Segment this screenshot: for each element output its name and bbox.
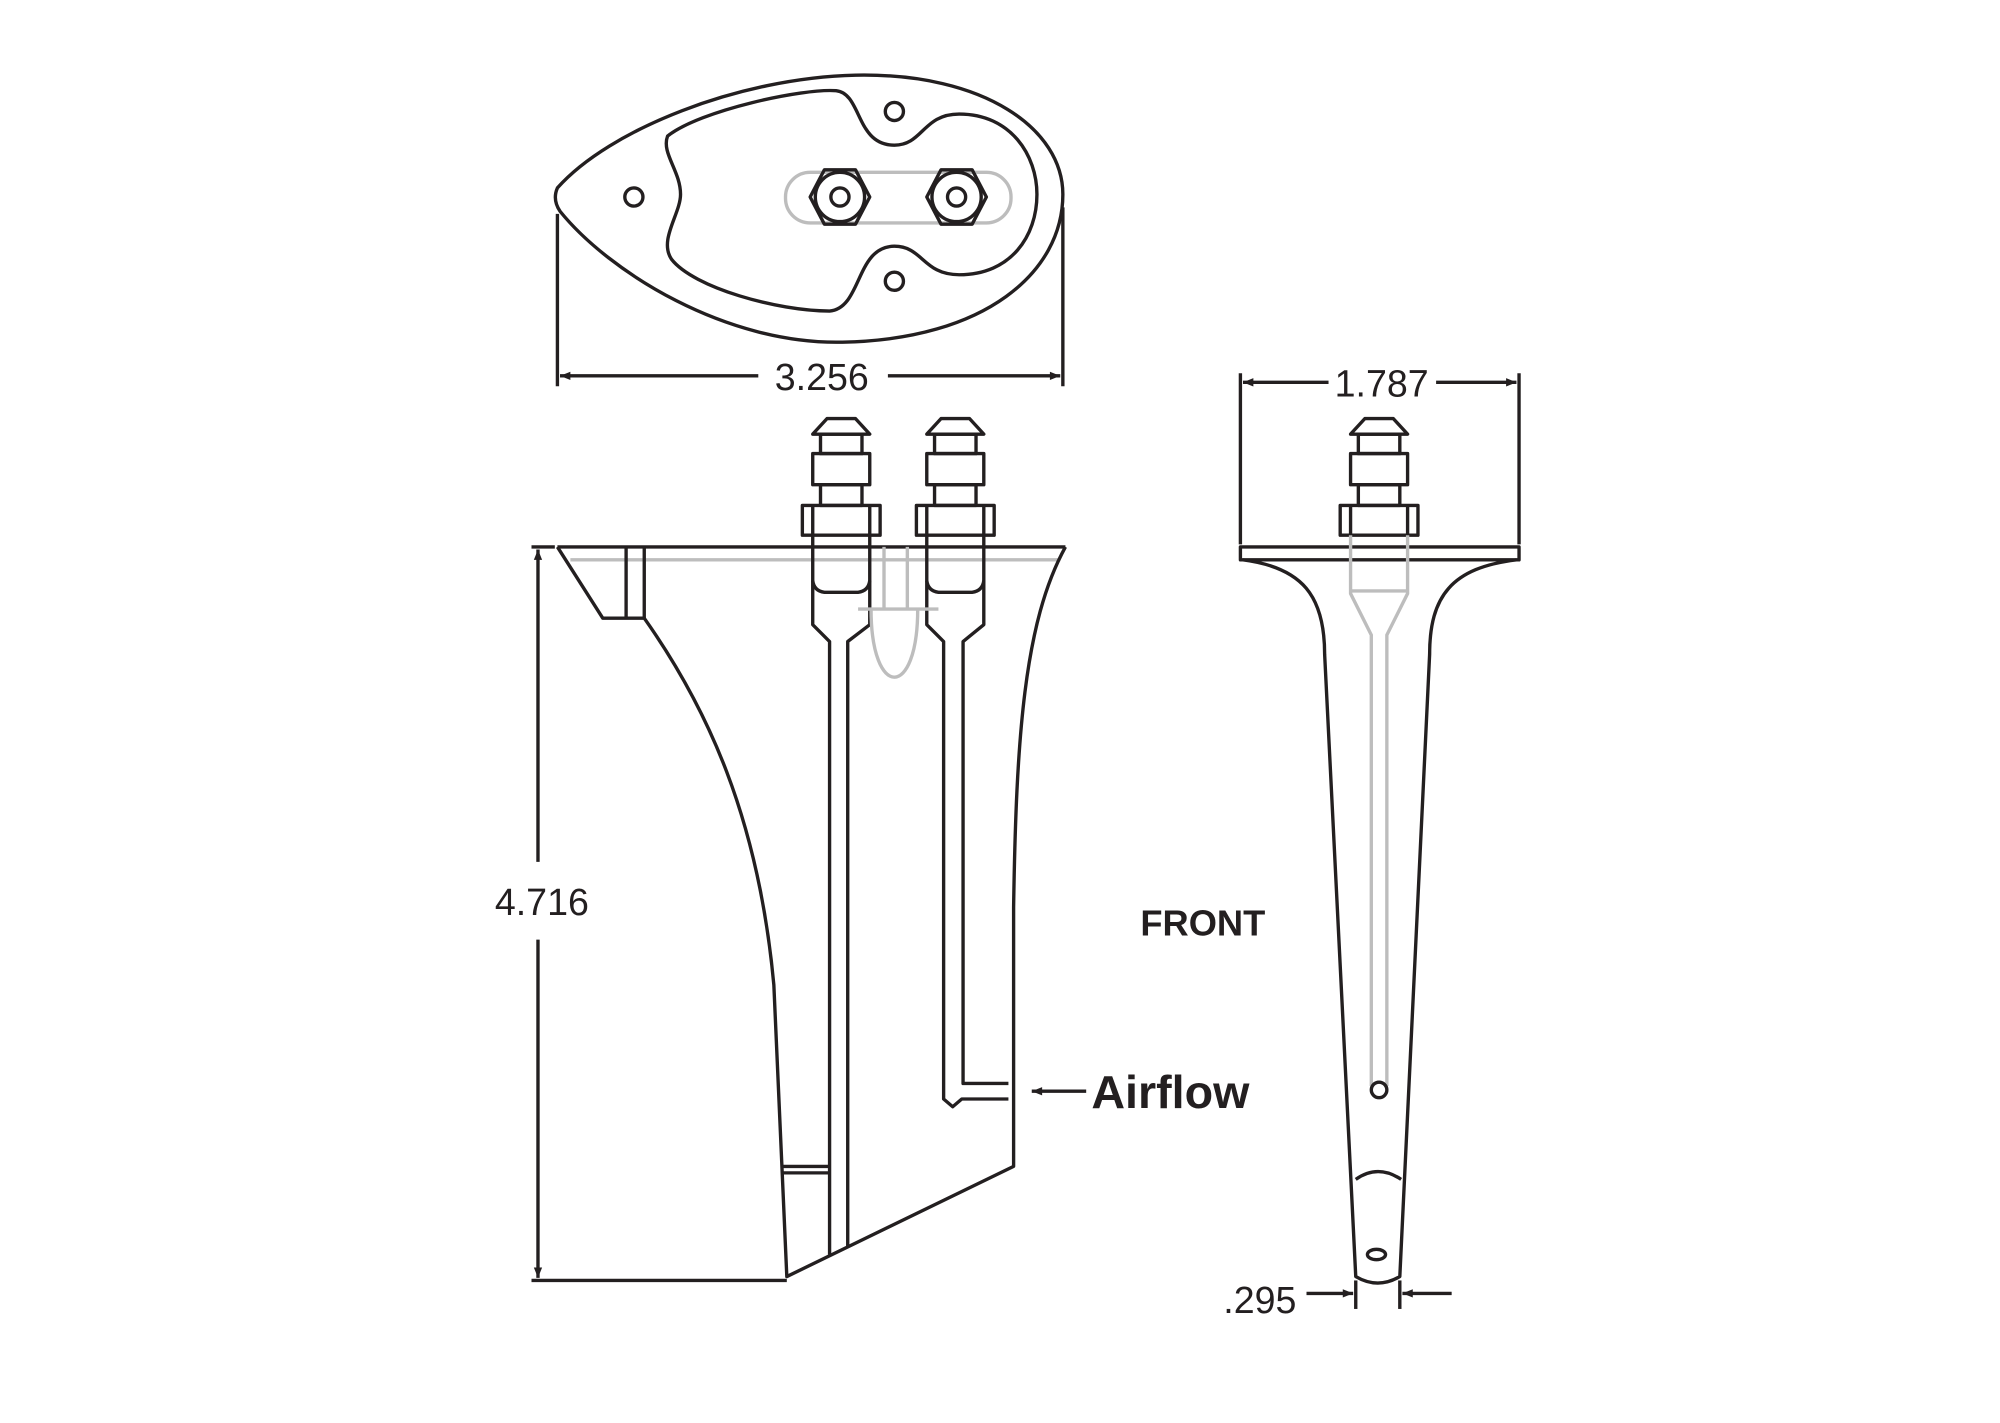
side-body-left [555,546,1067,1279]
top-view: 3.256 [553,73,1065,398]
mount-hole [883,100,906,123]
tube-left [811,535,872,1255]
front-body [1242,558,1517,1285]
mount-hole [623,186,645,208]
dim-top-width: 3.256 [775,356,869,398]
front-view-label: FRONT [1140,903,1265,944]
tip-hole [1365,1247,1388,1262]
dim-height: 4.716 [495,881,589,923]
nut-left [808,168,872,226]
side-view: 4.716 Airflow [495,416,1250,1283]
dim-tip-width: .295 [1223,1279,1296,1321]
dim-front-width: 1.787 [1335,363,1429,405]
drain-hidden [858,546,939,679]
airflow-label: Airflow [1091,1066,1250,1118]
port-slot [783,170,1013,225]
top-outline [553,73,1065,344]
front-plate [1238,545,1521,562]
tube-right [925,535,1009,1109]
nut-right [925,168,989,226]
top-pocket [664,88,1039,313]
front-view: 1.787 .295 [1223,363,1521,1321]
mount-hole [883,270,906,292]
